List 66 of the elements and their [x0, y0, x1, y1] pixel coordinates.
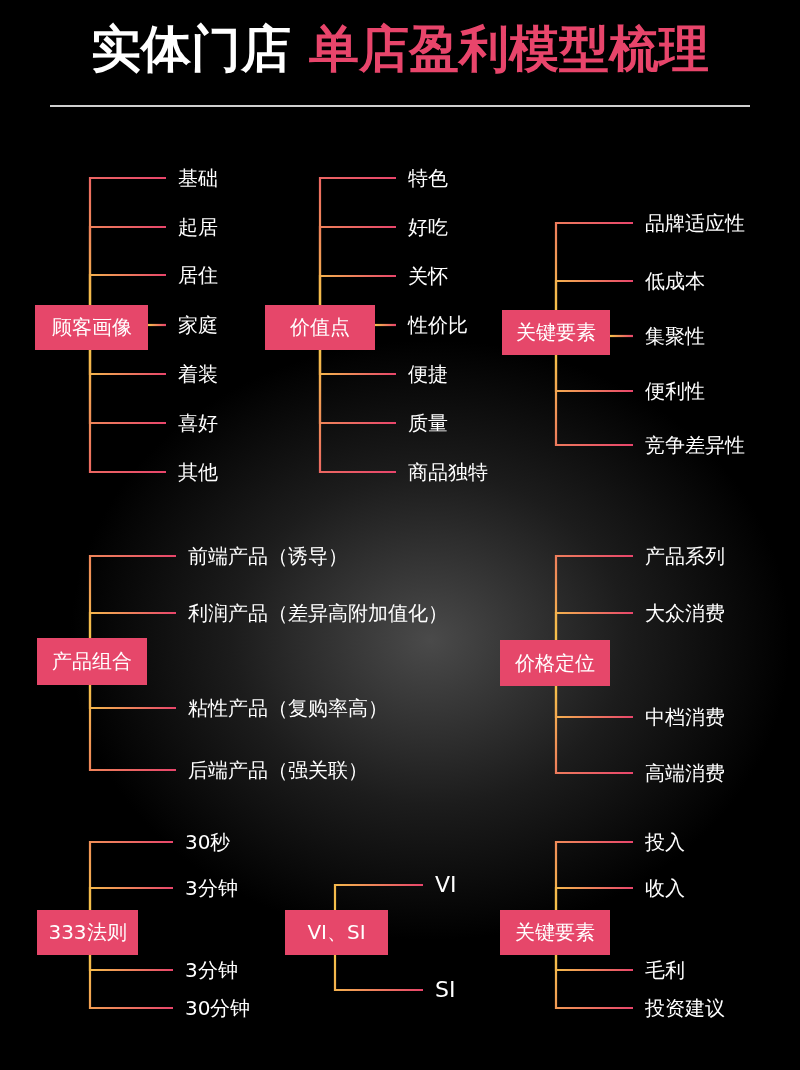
connector-line — [333, 955, 423, 992]
item-text: 后端产品（强关联） — [188, 756, 368, 784]
item-text: 3分钟 — [185, 874, 238, 902]
connector-line — [88, 611, 176, 638]
item-text: 投入 — [645, 828, 685, 856]
connector-line — [554, 279, 633, 310]
item-text: 中档消费 — [645, 703, 725, 731]
item-text: 质量 — [408, 409, 448, 437]
item-text: 品牌适应性 — [645, 209, 745, 237]
item-text: 投资建议 — [645, 994, 725, 1022]
item-text: 性价比 — [408, 311, 468, 339]
item-text: 3分钟 — [185, 956, 238, 984]
item-text: 关怀 — [408, 262, 448, 290]
item-text: 喜好 — [178, 409, 218, 437]
title: 实体门店 — [91, 19, 291, 80]
item-text: 其他 — [178, 458, 218, 486]
item-text: 30分钟 — [185, 994, 251, 1022]
item-text: 大众消费 — [645, 599, 725, 627]
item-text: 便捷 — [408, 360, 448, 388]
item-text: 好吃 — [408, 213, 448, 241]
item-text: 粘性产品（复购率高） — [188, 694, 388, 722]
item-text: 低成本 — [645, 267, 705, 295]
connector-line — [554, 355, 633, 447]
item-text: 收入 — [645, 874, 685, 902]
item-text: 30秒 — [185, 828, 231, 856]
item-text: 商品独特 — [408, 458, 488, 486]
item-text: 前端产品（诱导） — [188, 542, 348, 570]
connector-line — [554, 886, 633, 910]
connector-line — [375, 323, 396, 327]
category-box: 价值点 — [265, 305, 375, 350]
category-box: 333法则 — [37, 910, 138, 955]
item-text: VI — [435, 871, 457, 899]
connector-line — [88, 685, 176, 772]
item-text: 居住 — [178, 261, 218, 289]
category-box: 产品组合 — [37, 638, 147, 685]
category-box: 顾客画像 — [35, 305, 148, 350]
item-text: 竞争差异性 — [645, 431, 745, 459]
category-box: 关键要素 — [500, 910, 610, 955]
subtitle: 单店盈利模型梳理 — [309, 19, 709, 80]
connector-line — [318, 274, 396, 305]
category-box: 关键要素 — [502, 310, 610, 355]
item-text: 家庭 — [178, 311, 218, 339]
item-text: 着装 — [178, 360, 218, 388]
item-text: 起居 — [178, 213, 218, 241]
connector-line — [88, 350, 166, 474]
connector-line — [88, 886, 173, 910]
item-text: SI — [435, 976, 456, 1004]
connector-line — [333, 883, 423, 910]
item-text: 高端消费 — [645, 759, 725, 787]
connector-line — [318, 350, 396, 474]
connector-line — [610, 334, 633, 338]
connector-line — [88, 955, 173, 1010]
connector-line — [554, 611, 633, 640]
connector-line — [554, 955, 633, 1010]
item-text: 毛利 — [645, 956, 685, 984]
connector-line — [88, 273, 166, 305]
connector-line — [554, 686, 633, 775]
item-text: 基础 — [178, 164, 218, 192]
item-text: 利润产品（差异高附加值化） — [188, 599, 448, 627]
item-text: 特色 — [408, 164, 448, 192]
item-text: 产品系列 — [645, 542, 725, 570]
category-box: VI、SI — [285, 910, 388, 955]
item-text: 集聚性 — [645, 322, 705, 350]
connector-line — [148, 323, 166, 327]
item-text: 便利性 — [645, 377, 705, 405]
category-box: 价格定位 — [500, 640, 610, 686]
